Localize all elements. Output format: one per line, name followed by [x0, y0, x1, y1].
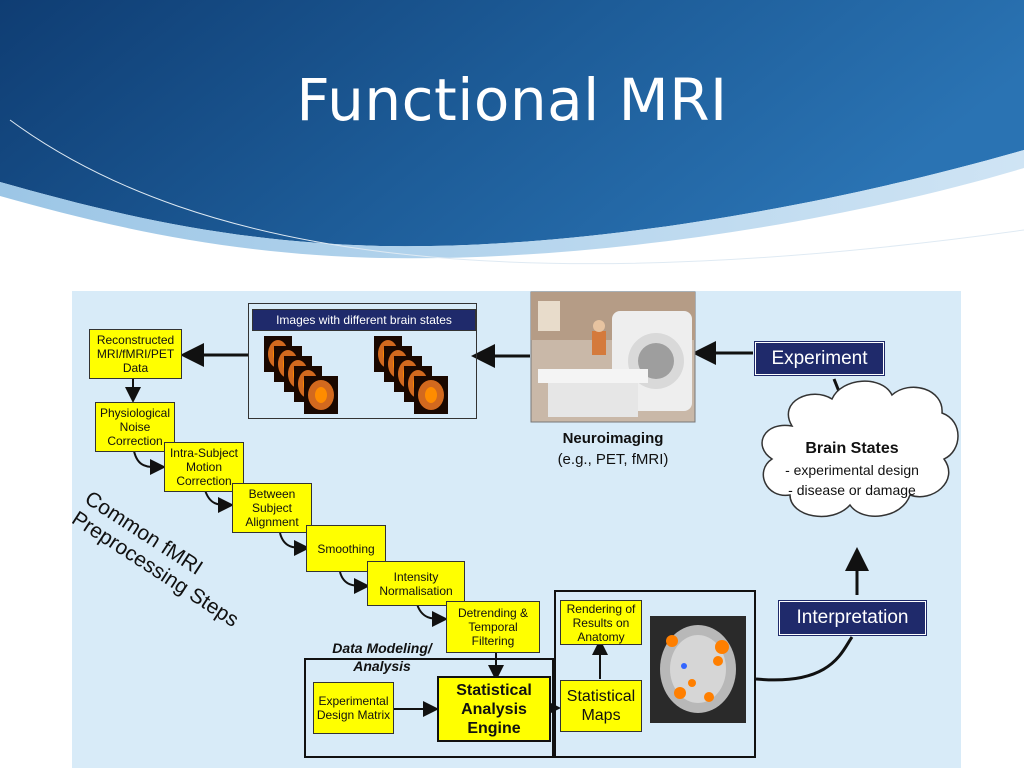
experimental-design-matrix: Experimental Design Matrix: [313, 682, 394, 734]
step-noise-correction: Physiological Noise Correction: [95, 402, 175, 452]
images-header: Images with different brain states: [252, 309, 476, 331]
fmri-pipeline-figure: Images with different brain states Recon…: [72, 291, 961, 768]
brain-image-stack-right: [374, 336, 448, 414]
neuroimaging-subtitle: (e.g., PET, fMRI): [557, 451, 669, 468]
step-reconstructed-data: Reconstructed MRI/fMRI/PET Data: [89, 329, 182, 379]
results-frame: [554, 590, 756, 758]
brain-states-cloud: [761, 380, 959, 518]
neuroimaging-title: Neuroimaging: [562, 430, 664, 447]
brain-images-panel: [248, 303, 477, 419]
statistical-analysis-engine: Statistical Analysis Engine: [437, 676, 551, 742]
mri-scanner-photo: [530, 291, 696, 423]
slide-header-background: [0, 0, 1024, 265]
brain-states-item: - experimental design: [785, 462, 919, 478]
rendering-on-anatomy: Rendering of Results on Anatomy: [560, 600, 642, 645]
slide-title: Functional MRI: [296, 66, 728, 134]
step-between-subject-alignment: Between Subject Alignment: [232, 483, 312, 533]
experiment-box: Experiment: [754, 341, 885, 376]
brain-states-item: - disease or damage: [788, 482, 916, 498]
step-motion-correction: Intra-Subject Motion Correction: [164, 442, 244, 492]
step-intensity-normalisation: Intensity Normalisation: [367, 561, 465, 606]
brain-states-title: Brain States: [805, 440, 899, 457]
statistical-map-brain-image: [650, 616, 746, 723]
step-detrending-filtering: Detrending & Temporal Filtering: [446, 601, 540, 653]
step-smoothing: Smoothing: [306, 525, 386, 572]
data-modeling-label-line2: Analysis: [353, 658, 411, 674]
data-modeling-frame: [304, 658, 554, 758]
interpretation-box: Interpretation: [778, 600, 927, 636]
statistical-maps: Statistical Maps: [560, 680, 642, 732]
brain-image-stack-left: [264, 336, 338, 414]
connector-arrows: [125, 291, 959, 723]
data-modeling-label: Data Modeling/: [332, 640, 432, 656]
